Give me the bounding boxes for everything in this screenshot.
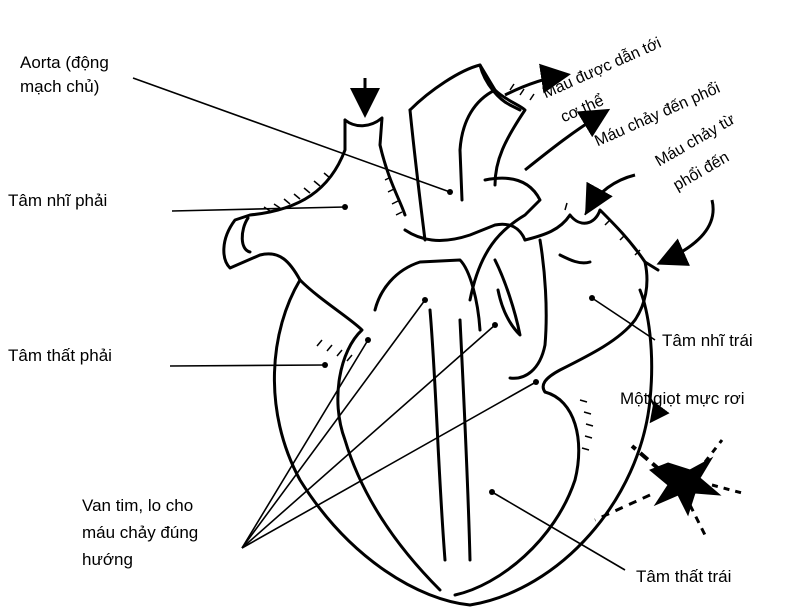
valves-label-line3: hướng [82, 549, 133, 571]
valve-pointer-2 [242, 300, 425, 548]
right-atrium-label: Tâm nhĩ phải [8, 190, 107, 212]
aorta [410, 65, 495, 200]
left-ventricle-pointer [492, 492, 625, 570]
ink-drop-label: Một giọt mực rơi [620, 388, 745, 410]
left-atrium-label: Tâm nhĩ trái [662, 330, 753, 352]
from-lungs-arrow-2 [662, 200, 713, 262]
left-atrium [525, 210, 658, 270]
aorta-label-line2: mạch chủ) [20, 76, 99, 98]
right-ventricle-pointer [170, 365, 325, 366]
valve-pointer-1 [242, 340, 368, 548]
right-atrium-pointer [172, 207, 345, 211]
valves-label-line2: máu chảy đúng [82, 522, 198, 544]
left-ventricle-label: Tâm thất trái [636, 566, 731, 588]
from-lungs-arrow-1 [588, 175, 635, 210]
heart-outline [274, 280, 651, 605]
valve-pointer-4 [242, 382, 536, 548]
aorta-label-line1: Aorta (động [20, 52, 109, 74]
aorta-pointer [133, 78, 450, 192]
right-ventricle-label: Tâm thất phải [8, 345, 112, 367]
ink-drop [595, 395, 742, 535]
valve-pointer-3 [242, 325, 495, 548]
valves-label-line1: Van tim, lo cho [82, 495, 193, 517]
